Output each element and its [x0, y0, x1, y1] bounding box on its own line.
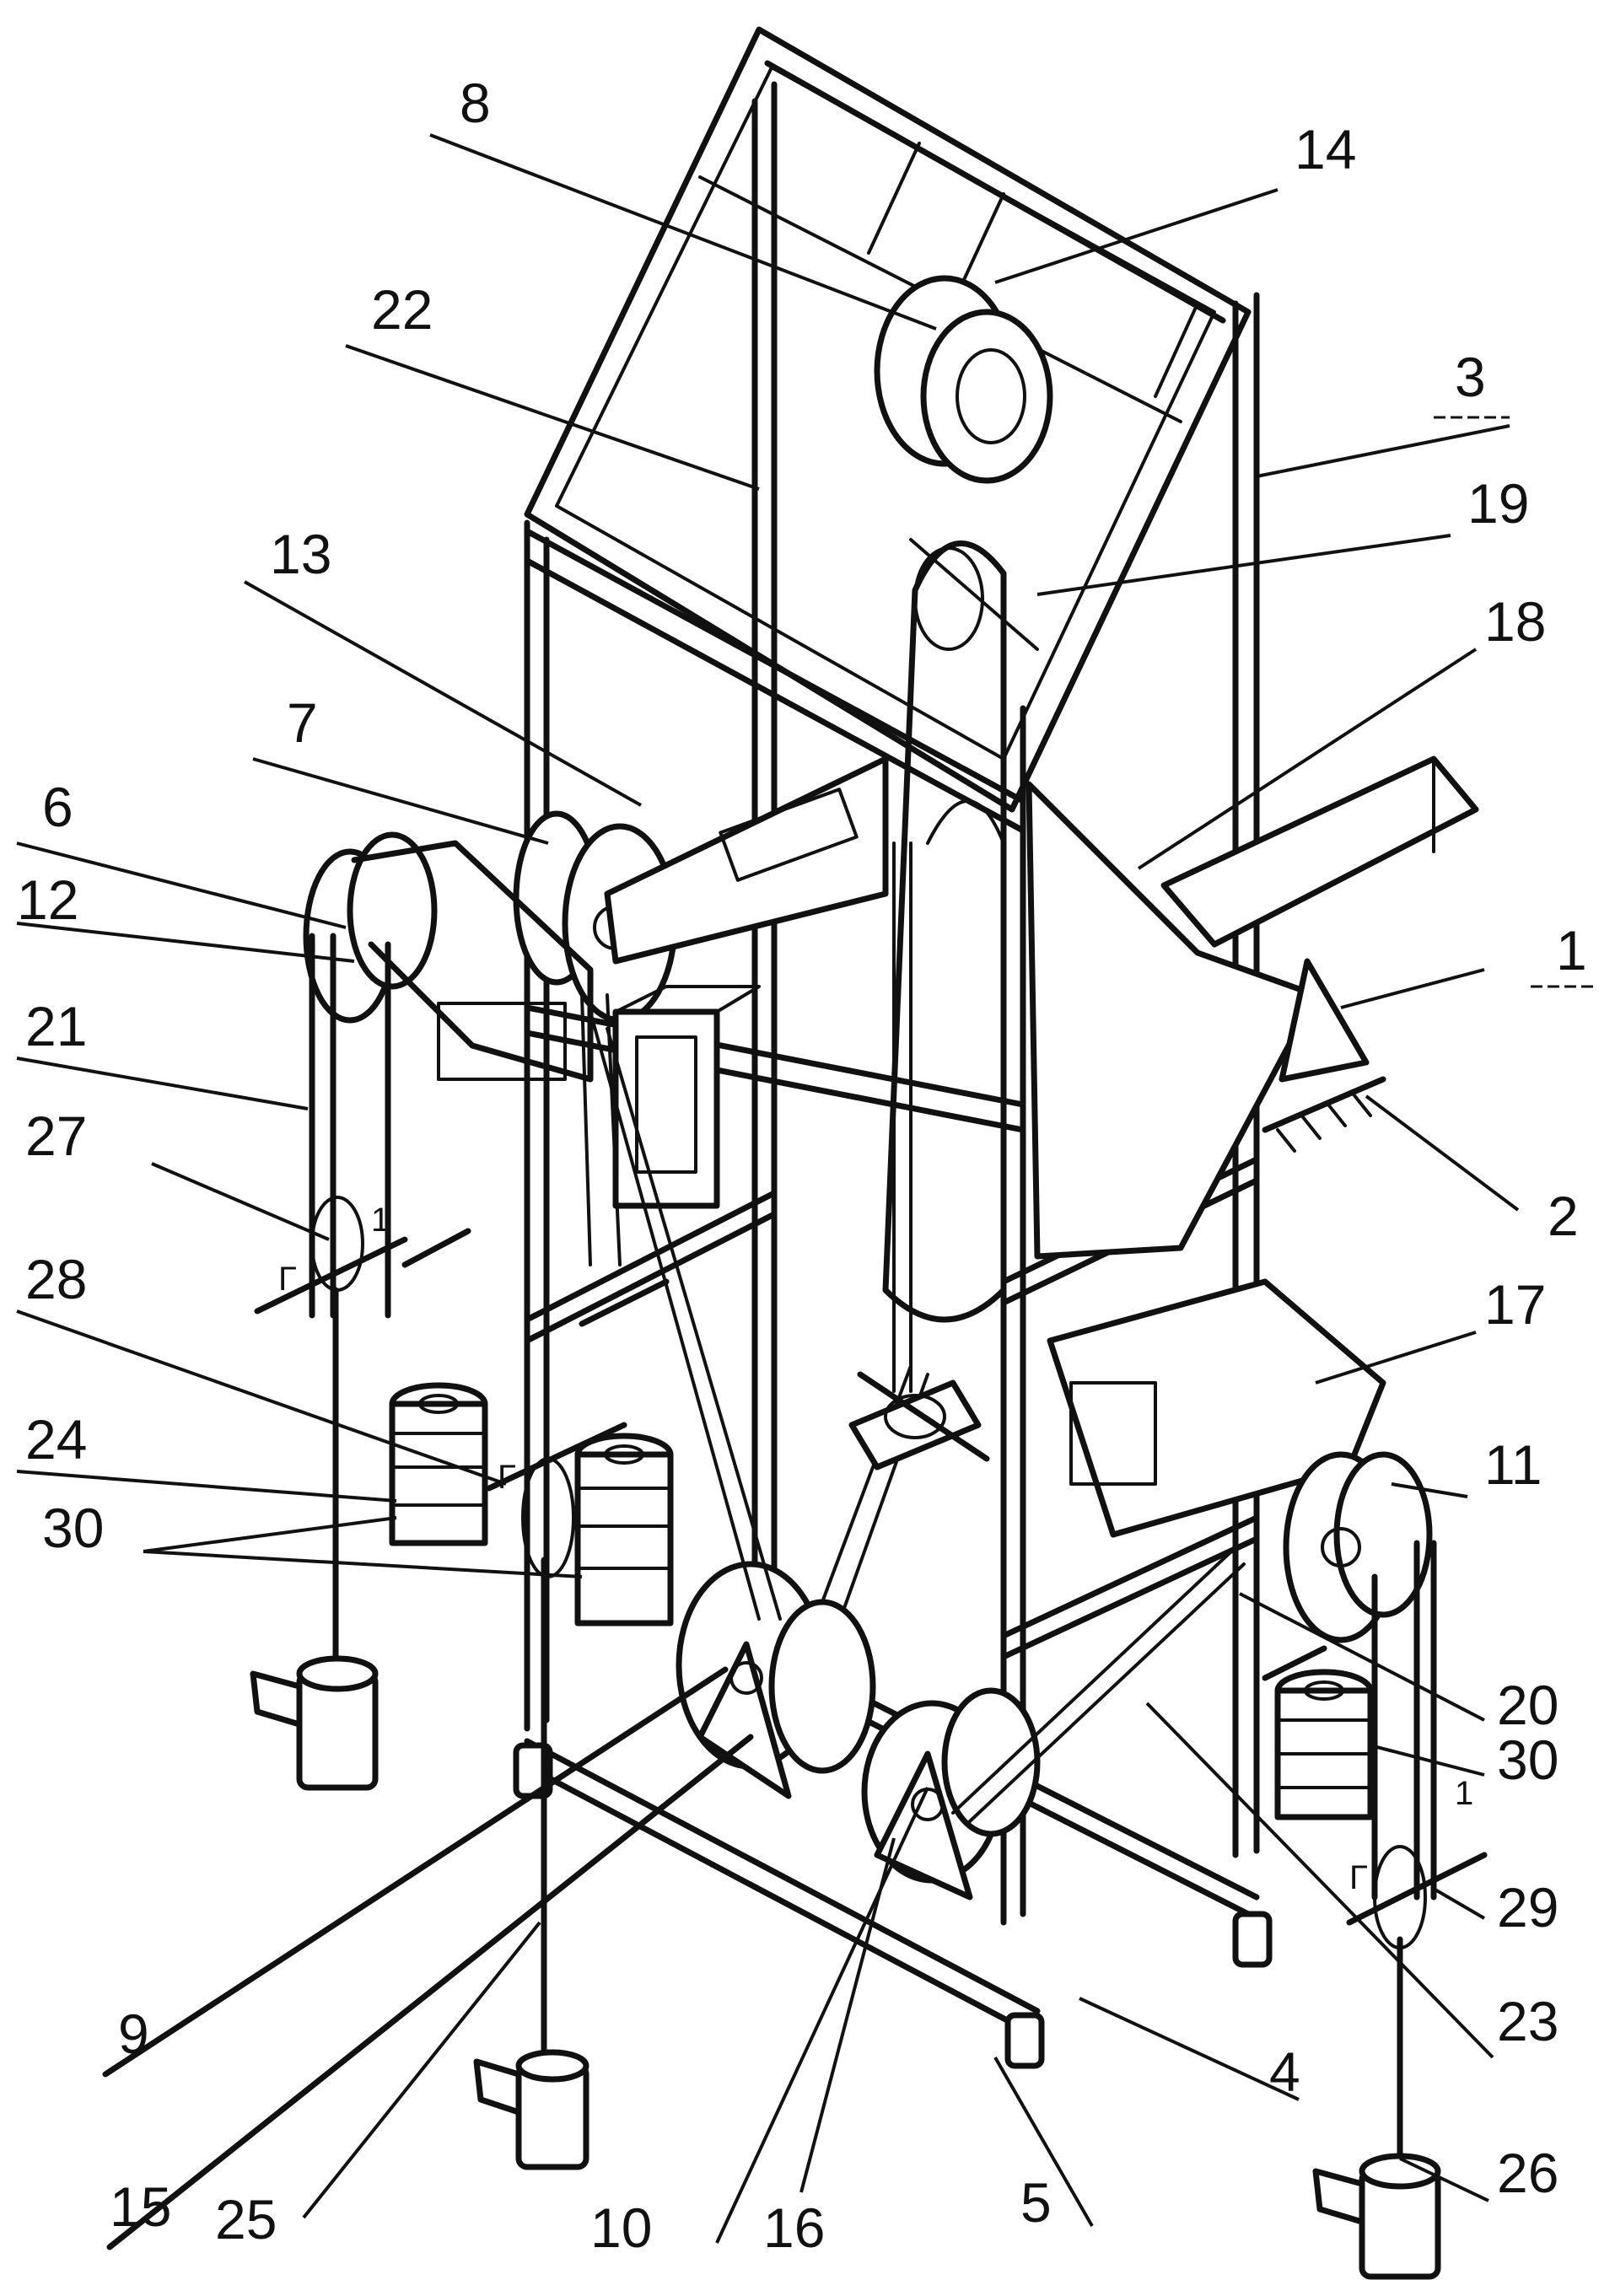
label-10: 10: [590, 2197, 652, 2259]
pulley-7: [516, 759, 886, 1020]
label-5: 5: [1020, 2171, 1052, 2234]
tick-mark-center: Г: [498, 1459, 516, 1496]
label-14: 14: [1295, 118, 1356, 180]
label-28: 28: [25, 1248, 87, 1310]
tick-mark-left: Г: [278, 1261, 297, 1298]
label-7: 7: [287, 691, 318, 754]
arm-19: [886, 540, 1037, 1320]
pulley-8: [877, 278, 1050, 481]
belt-mark-right: 1: [1455, 1775, 1473, 1812]
label-30-left: 30: [42, 1497, 104, 1559]
label-29: 29: [1497, 1876, 1558, 1938]
label-25: 25: [215, 2188, 277, 2250]
weight-stack-left: [392, 1385, 485, 1543]
weight-stack-right: [1278, 1672, 1370, 1817]
label-6: 6: [42, 776, 73, 838]
label-22: 22: [371, 278, 433, 341]
label-19: 19: [1467, 472, 1529, 535]
label-26: 26: [1497, 2142, 1558, 2204]
label-23: 23: [1497, 1990, 1558, 2052]
center-bracket: [852, 1374, 987, 1467]
label-27: 27: [25, 1105, 87, 1167]
carriage-block: [616, 987, 759, 1206]
label-16: 16: [763, 2197, 825, 2259]
label-11: 11: [1484, 1433, 1542, 1496]
rope-and-bucket-left: [253, 1290, 375, 1788]
rope-and-bucket-center: [476, 1560, 586, 2167]
rope-and-bucket-right: [1316, 1939, 1438, 2277]
label-20: 20: [1497, 1674, 1558, 1736]
label-2: 2: [1548, 1185, 1579, 1247]
label-3: 3: [1455, 346, 1486, 408]
label-1: 1: [1556, 919, 1587, 981]
label-13: 13: [270, 523, 331, 585]
label-12: 12: [17, 868, 78, 931]
label-30-right: 30: [1497, 1729, 1558, 1791]
label-21: 21: [25, 995, 87, 1057]
label-8: 8: [460, 72, 491, 134]
label-4: 4: [1269, 2041, 1300, 2103]
label-17: 17: [1484, 1273, 1546, 1336]
tick-mark-right: Г: [1349, 1859, 1368, 1896]
label-18: 18: [1484, 590, 1546, 653]
belt-mark-left: 1: [371, 1202, 390, 1239]
label-24: 24: [25, 1408, 87, 1471]
callouts: 1 2 3 4 5 6 7 8 9 10 11 12 13 14 15 16: [17, 72, 1594, 2259]
weight-stack-center: [578, 1436, 670, 1623]
